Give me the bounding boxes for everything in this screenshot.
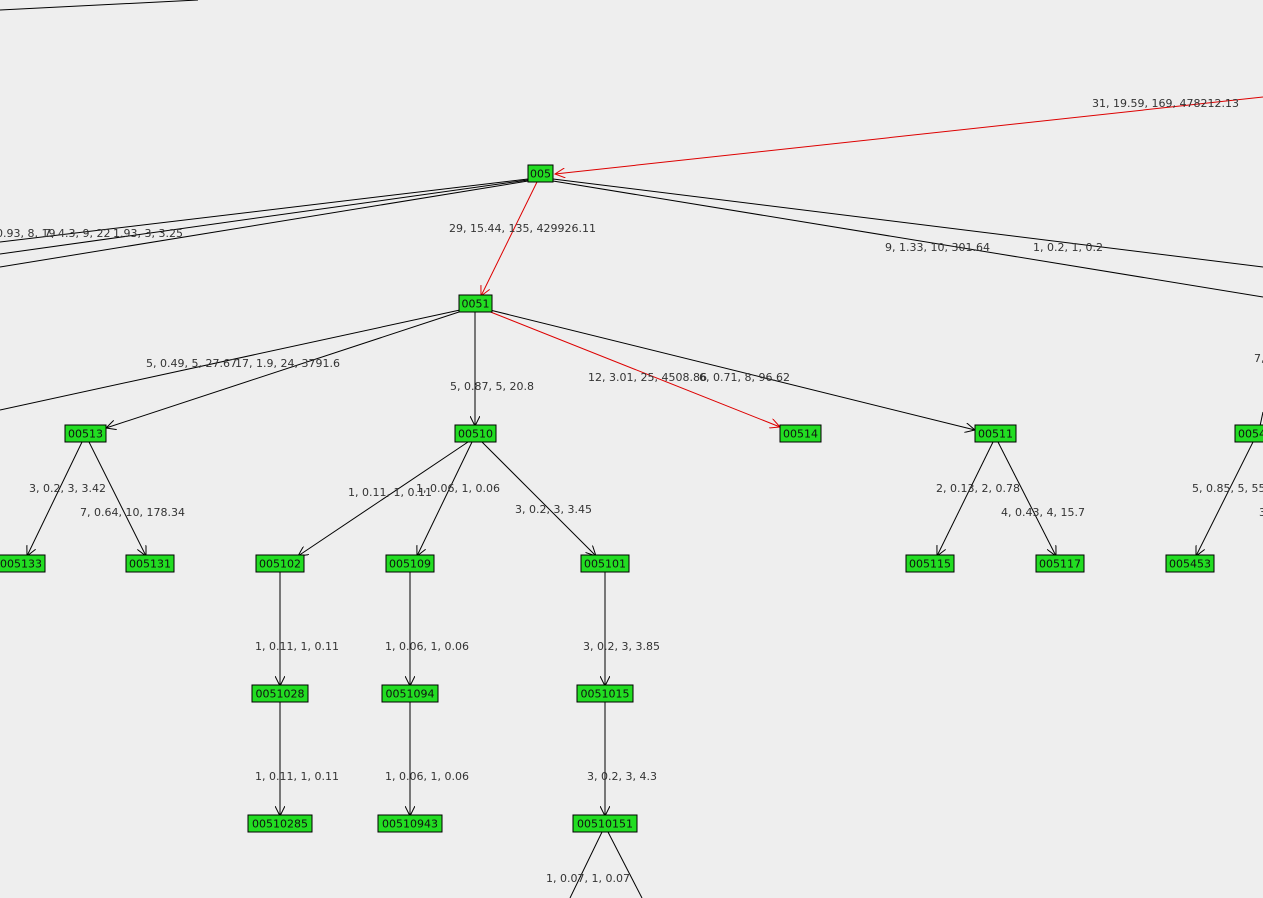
edge-label: 4, 0.43, 4, 15.7 [1001, 506, 1085, 519]
edge-label: 12, 3.01, 25, 4508.86 [588, 371, 707, 384]
edge-0054-005453 [1196, 441, 1254, 556]
edge-00513-005133 [27, 441, 83, 556]
edge-label: 7, 4.3, 9, 22 [44, 227, 110, 240]
tree-node-00513[interactable]: 00513 [64, 424, 107, 443]
tree-node-00514[interactable]: 00514 [779, 424, 822, 443]
edge-label: 3, 0.2, 3, 3.42 [29, 482, 106, 495]
edge-005-left-2 [0, 179, 529, 255]
tree-node-005[interactable]: 005 [527, 164, 554, 183]
edge-00510151-right [607, 831, 643, 898]
edge-label: 3, 0.2, 3, 3.85 [583, 640, 660, 653]
svg-text:005102: 005102 [259, 558, 301, 571]
svg-text:0051028: 0051028 [256, 688, 305, 701]
edge-0051-00514 [487, 310, 780, 427]
edge-label: 1, 0.07, 1, 0.07 [546, 872, 630, 885]
svg-text:0051: 0051 [462, 298, 490, 311]
edge-00511-005115 [937, 441, 994, 556]
edge-label: 31, 19.59, 169, 478212.13 [1092, 97, 1239, 110]
svg-text:00510151: 00510151 [577, 818, 633, 831]
tree-node-005115[interactable]: 005115 [905, 554, 955, 573]
svg-text:005115: 005115 [909, 558, 951, 571]
edge-label: 1, 0.11, 1, 0.11 [348, 486, 432, 499]
edge-005-0051 [481, 181, 538, 296]
edge-label: 17, 1.9, 24, 3791.6 [235, 357, 340, 370]
edge-label: 1, 0.06, 1, 0.06 [385, 770, 469, 783]
tree-node-005117[interactable]: 005117 [1035, 554, 1085, 573]
edge-label: 1, 0.06, 1, 0.06 [416, 482, 500, 495]
edge-offscreen-top-left [0, 0, 199, 11]
tree-node-0054-partial[interactable]: 0054 [1234, 424, 1263, 443]
tree-node-0051015[interactable]: 0051015 [576, 684, 634, 703]
edge-00510-005101 [481, 441, 596, 556]
svg-text:00510285: 00510285 [252, 818, 308, 831]
svg-text:005101: 005101 [584, 558, 626, 571]
tree-node-0051028[interactable]: 0051028 [251, 684, 309, 703]
svg-text:0051094: 0051094 [386, 688, 435, 701]
tree-node-0051[interactable]: 0051 [458, 294, 493, 313]
edge-label: 1.93, 3, 3.25 [113, 227, 183, 240]
svg-text:00510: 00510 [458, 428, 493, 441]
svg-text:005109: 005109 [389, 558, 431, 571]
tree-node-005101[interactable]: 005101 [580, 554, 630, 573]
tree-node-005133[interactable]: 005133 [0, 554, 46, 573]
edge-00510151-left [569, 831, 603, 898]
svg-text:005133: 005133 [0, 558, 42, 571]
edge-label: 1, 0.11, 1, 0.11 [255, 640, 339, 653]
edge-offscreen-to-005 [555, 96, 1263, 174]
tree-node-00510285[interactable]: 00510285 [247, 814, 313, 833]
nodes: 005 0051 00513 00510 00514 00511 0054 0 [0, 164, 1263, 833]
svg-text:0051015: 0051015 [581, 688, 630, 701]
edge-00511-005117 [997, 441, 1056, 556]
edge-005-right-2 [552, 180, 1263, 298]
edge-0051-left [0, 309, 461, 411]
svg-text:00511: 00511 [978, 428, 1013, 441]
svg-text:005117: 005117 [1039, 558, 1081, 571]
tree-node-00510151[interactable]: 00510151 [572, 814, 638, 833]
edge-labels: 31, 19.59, 169, 478212.13 29, 15.44, 135… [0, 97, 1263, 885]
edge-005-left-1 [0, 178, 529, 243]
edge-005-left-3 [0, 180, 529, 268]
svg-text:00510943: 00510943 [382, 818, 438, 831]
tree-node-00510[interactable]: 00510 [454, 424, 497, 443]
edge-0051-00511 [489, 309, 975, 430]
edge-label: 5, 0.85, 5, 55 [1192, 482, 1263, 495]
edge-label: 1, 0.2, 1, 0.2 [1033, 241, 1103, 254]
tree-node-00510943[interactable]: 00510943 [377, 814, 443, 833]
edge-label: 2, 0.13, 2, 0.78 [936, 482, 1020, 495]
edge-label: 1, 0.11, 1, 0.11 [255, 770, 339, 783]
edge-label: 3, 0.2, 3, 3.45 [515, 503, 592, 516]
edge-00513-005131 [88, 441, 146, 556]
edge-label: 3 [1259, 506, 1263, 519]
edge-label: 6, 0.71, 8, 96.62 [699, 371, 790, 384]
edge-label: 7, [1254, 352, 1263, 365]
svg-text:005: 005 [530, 168, 551, 181]
tree-node-005131[interactable]: 005131 [125, 554, 175, 573]
edge-0051-00513 [106, 310, 463, 428]
svg-text:00513: 00513 [68, 428, 103, 441]
edge-label: 5, 0.49, 5, 27.67 [146, 357, 237, 370]
edge-label: 1, 0.06, 1, 0.06 [385, 640, 469, 653]
edge-label: 29, 15.44, 135, 429926.11 [449, 222, 596, 235]
edge-00510-005109 [417, 441, 473, 556]
svg-text:0054: 0054 [1238, 428, 1263, 441]
edge-label: 0.93, 8, 19 [0, 227, 55, 240]
tree-node-005109[interactable]: 005109 [385, 554, 435, 573]
edge-005-right-1 [552, 178, 1263, 268]
edge-label: 9, 1.33, 10, 301.64 [885, 241, 990, 254]
svg-text:00514: 00514 [783, 428, 818, 441]
tree-node-005453[interactable]: 005453 [1165, 554, 1215, 573]
edge-label: 5, 0.87, 5, 20.8 [450, 380, 534, 393]
edge-label: 3, 0.2, 3, 4.3 [587, 770, 657, 783]
edge-00510-005102 [298, 441, 469, 556]
tree-node-0051094[interactable]: 0051094 [381, 684, 439, 703]
svg-text:005131: 005131 [129, 558, 171, 571]
svg-text:005453: 005453 [1169, 558, 1211, 571]
edge-label: 7, 0.64, 10, 178.34 [80, 506, 185, 519]
tree-node-005102[interactable]: 005102 [255, 554, 305, 573]
tree-node-00511[interactable]: 00511 [974, 424, 1017, 443]
